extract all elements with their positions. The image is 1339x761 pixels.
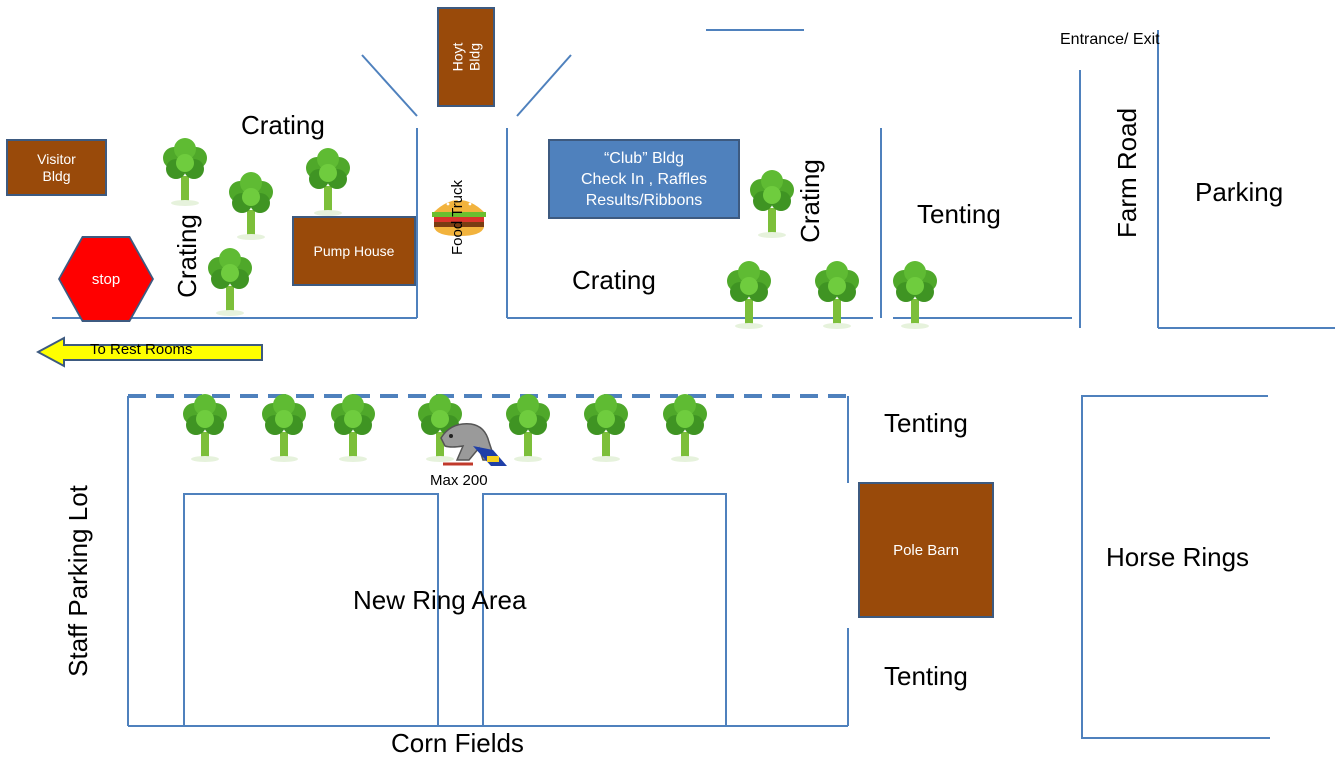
crating-top-label: Crating bbox=[241, 110, 325, 140]
stop-label: stop bbox=[91, 270, 121, 288]
tenting-bottom-label: Tenting bbox=[884, 661, 968, 691]
staff-parking-lot-label: Staff Parking Lot bbox=[63, 476, 97, 686]
crating-left-text: Crating bbox=[172, 214, 202, 298]
tree-icon bbox=[160, 136, 210, 206]
pump-house-label: Pump House bbox=[313, 242, 395, 259]
parking-label: Parking bbox=[1195, 177, 1284, 207]
pump-house-building[interactable]: Pump House bbox=[292, 216, 416, 286]
club-building[interactable]: “Club” Bldg Check In , Raffles Results/R… bbox=[548, 139, 740, 219]
crating-right-text: Crating bbox=[795, 159, 825, 243]
entrance-exit-label: Entrance/ Exit bbox=[1060, 31, 1160, 48]
staff-parking-lot-text: Staff Parking Lot bbox=[63, 485, 93, 677]
tree-icon bbox=[660, 392, 710, 462]
tenting-top-label: Tenting bbox=[917, 199, 1001, 229]
tree-icon bbox=[259, 392, 309, 462]
tree-icon bbox=[747, 168, 797, 238]
tree-icon bbox=[180, 392, 230, 462]
hoyt-building[interactable]: Hoyt Bldg bbox=[437, 7, 495, 107]
crating-right-label: Crating bbox=[795, 146, 827, 256]
hoyt-label-line2: Bldg bbox=[465, 42, 482, 72]
tree-icon bbox=[328, 392, 378, 462]
farm-road-label: Farm Road bbox=[1112, 108, 1144, 238]
horse-rings-label: Horse Rings bbox=[1106, 542, 1250, 572]
max-200-label: Max 200 bbox=[430, 472, 488, 489]
new-ring-area-label: New Ring Area bbox=[353, 585, 527, 615]
dog-icon bbox=[440, 423, 507, 466]
corn-fields-label: Corn Fields bbox=[391, 728, 524, 758]
visitor-label: Visitor Bldg bbox=[37, 151, 76, 185]
visitor-label-line2: Bldg bbox=[42, 167, 71, 184]
tree-icon bbox=[812, 259, 862, 329]
tree-icon bbox=[226, 170, 276, 240]
crating-center-label: Crating bbox=[572, 265, 656, 295]
arrow-left-icon bbox=[36, 336, 263, 368]
club-label-line1: “Club” Bldg bbox=[603, 149, 684, 167]
club-label: “Club” Bldg Check In , Raffles Results/R… bbox=[581, 148, 707, 211]
visitor-building[interactable]: Visitor Bldg bbox=[6, 139, 107, 196]
club-label-line2: Check In , Raffles bbox=[581, 170, 707, 188]
pole-barn-label: Pole Barn bbox=[893, 541, 959, 559]
tree-icon bbox=[724, 259, 774, 329]
tenting-mid-label: Tenting bbox=[884, 408, 968, 438]
tree-icon bbox=[205, 246, 255, 316]
rest-rooms-label[interactable]: To Rest Rooms bbox=[90, 341, 193, 358]
hoyt-label-line1: Hoyt bbox=[448, 42, 465, 72]
tree-icon bbox=[303, 146, 353, 216]
food-truck-text: Food Truck bbox=[449, 179, 466, 255]
crating-left-label: Crating bbox=[172, 201, 204, 311]
pole-barn-building[interactable]: Pole Barn bbox=[858, 482, 994, 618]
farm-road-text: Farm Road bbox=[1112, 107, 1142, 238]
club-label-line3: Results/Ribbons bbox=[585, 191, 703, 209]
hoyt-label: Hoyt Bldg bbox=[449, 43, 483, 72]
tree-icon bbox=[581, 392, 631, 462]
visitor-label-line1: Visitor bbox=[37, 150, 76, 167]
food-truck-label: Food Truck bbox=[449, 179, 469, 255]
burger-icon bbox=[432, 199, 486, 236]
tree-icon bbox=[890, 259, 940, 329]
